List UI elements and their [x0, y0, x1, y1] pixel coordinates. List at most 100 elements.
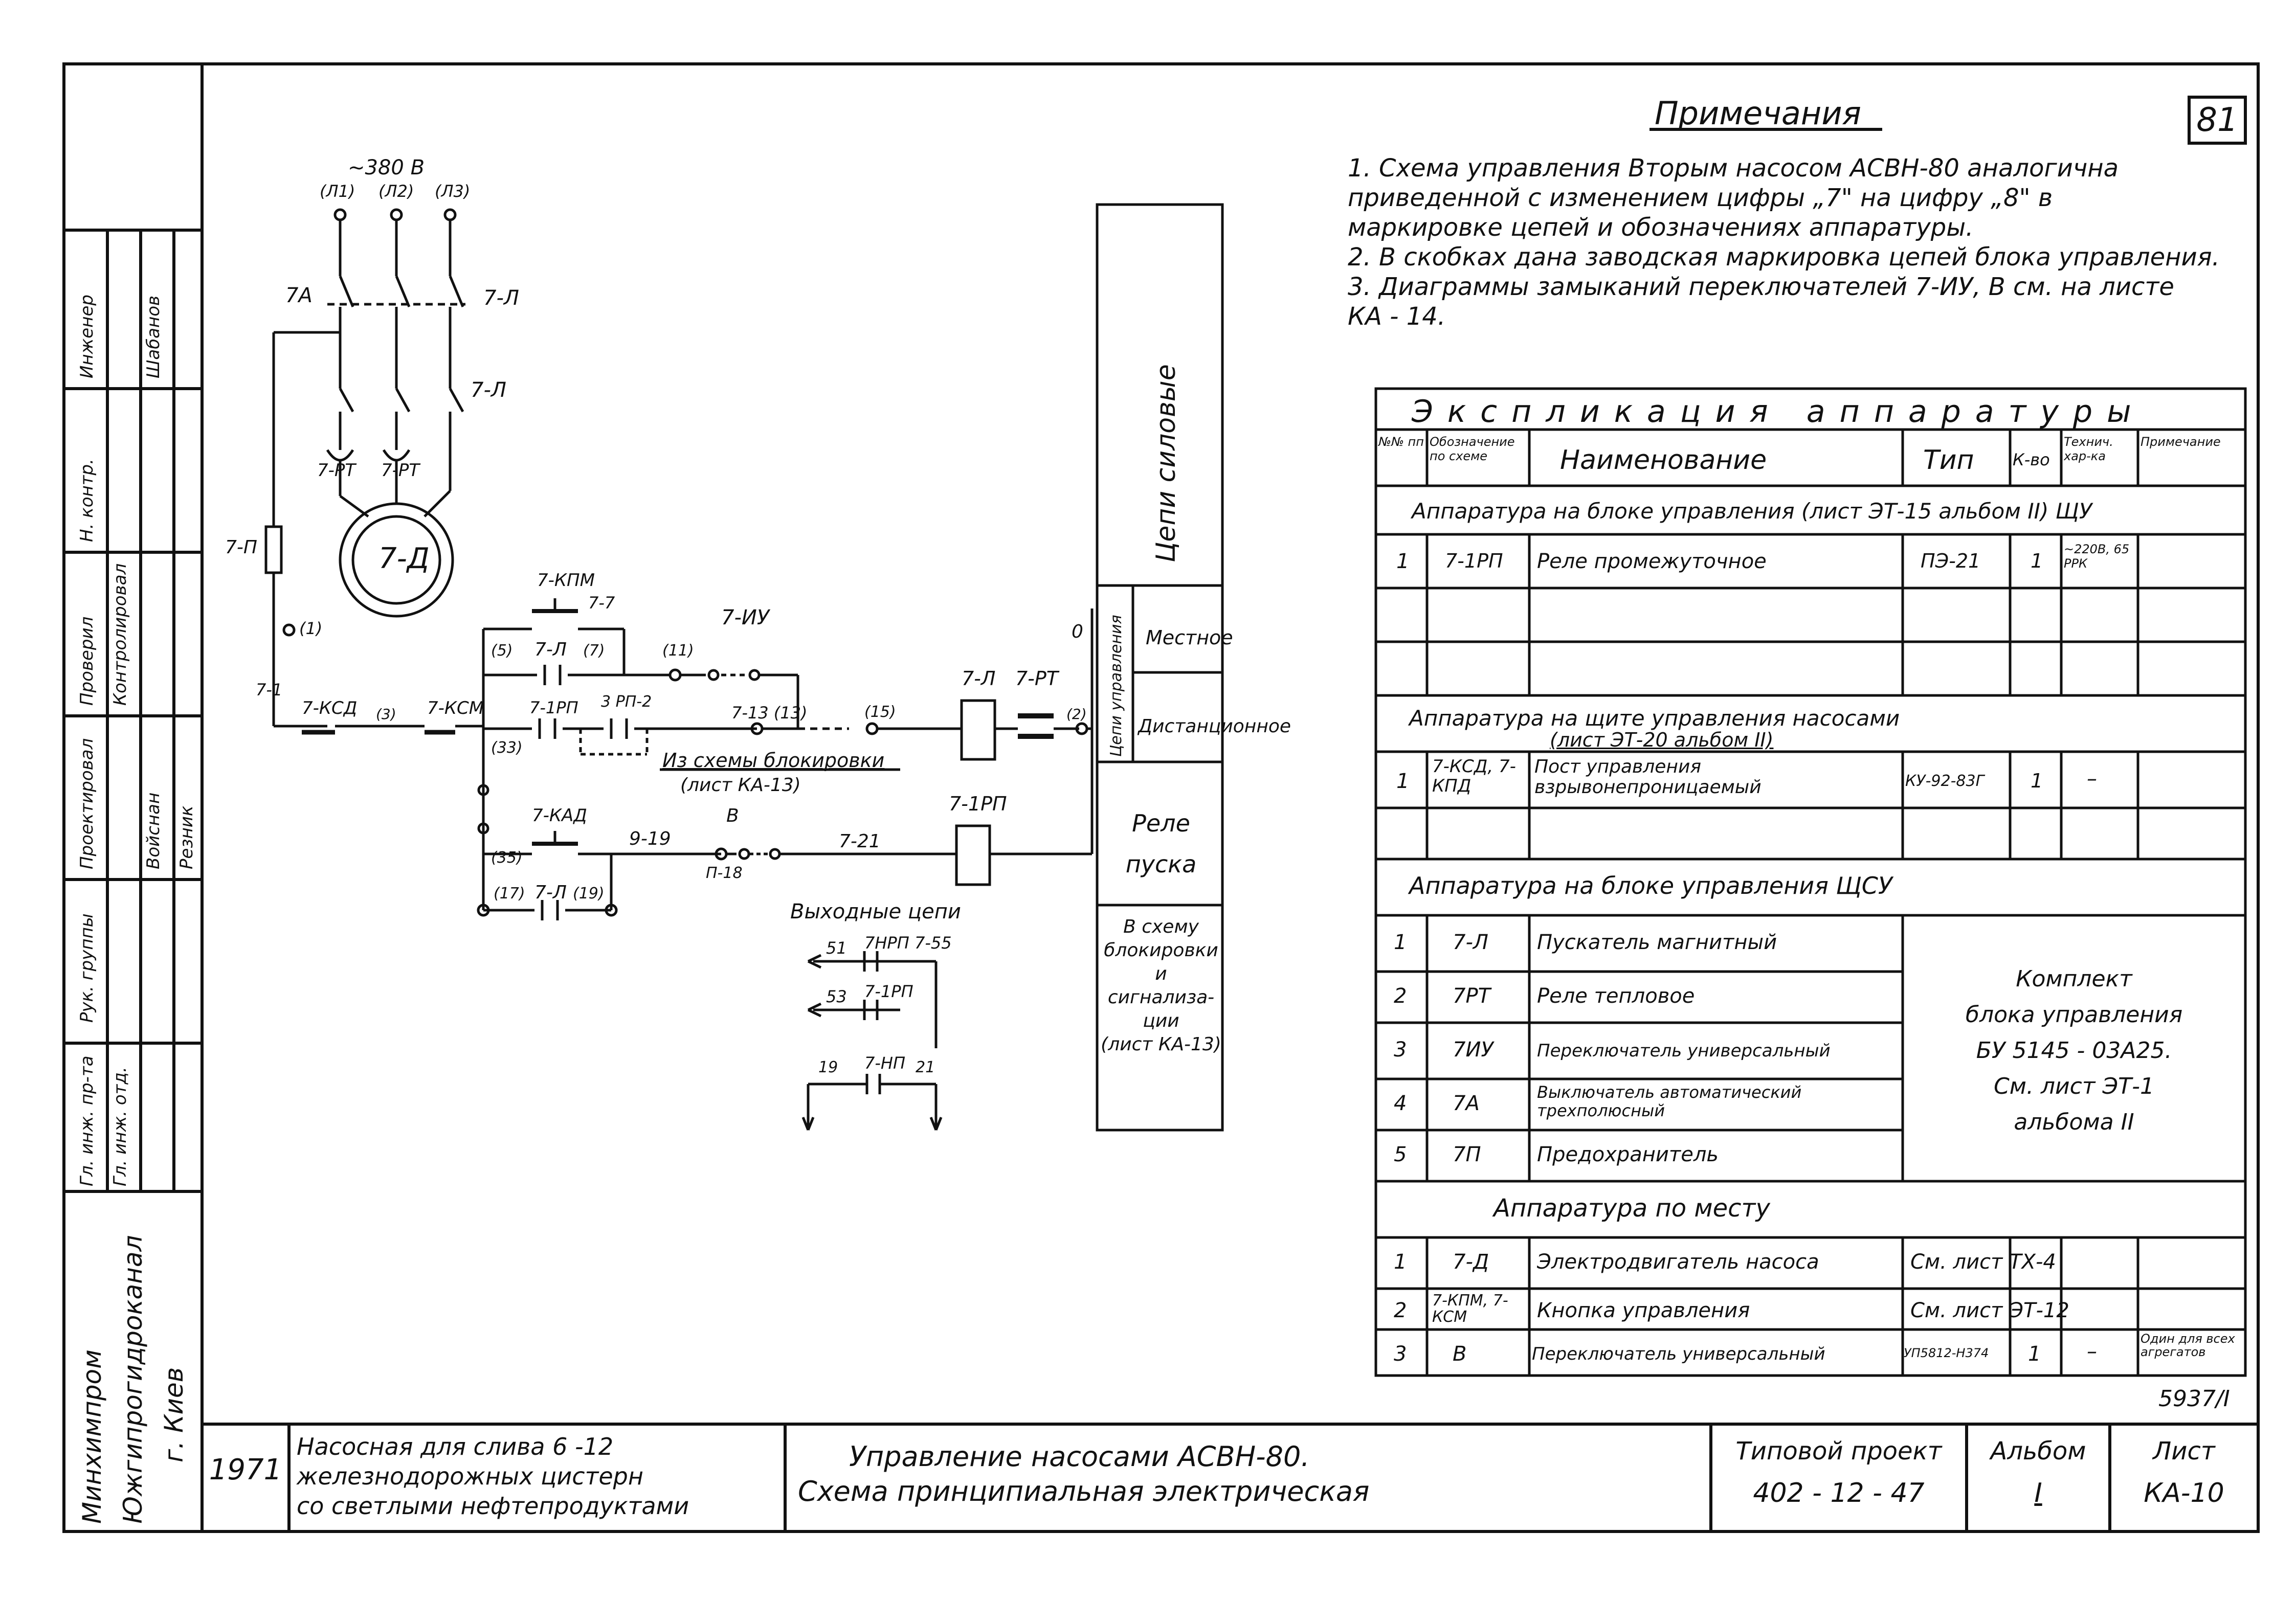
thermal-relay-label: 7-РТ — [381, 460, 420, 481]
section3-note-line: См. лист ЭТ-1 — [1994, 1073, 2154, 1099]
project-number: 402 - 12 - 47 — [1753, 1478, 1925, 1508]
table-section-sub: (лист ЭТ-20 альбом II) — [1550, 729, 1774, 751]
sheet-code: КА-10 — [2144, 1478, 2224, 1508]
note-line: приведенной с изменением цифры „7" на ци… — [1348, 184, 2053, 212]
album-number: I — [2034, 1478, 2042, 1508]
table-cell: 7-КСД, 7-КПД — [1432, 756, 1516, 796]
side-relay-label: Реле пуска — [1125, 809, 1197, 878]
table-cell: 1 — [2031, 770, 2043, 792]
node-label: (5) — [491, 642, 513, 660]
title-drawing-line: Управление насосами АСВН-80. — [849, 1440, 1310, 1473]
block-link-sheet: (лист КА-13) — [680, 775, 801, 796]
output-label: 53 — [826, 987, 847, 1006]
node-label: 0 — [1072, 621, 1083, 642]
stamp-role: Проектировал — [77, 738, 97, 869]
table-cell: 5 — [1394, 1143, 1407, 1166]
node-label: (33) — [491, 739, 523, 757]
contactor-label: 7-Л — [471, 378, 506, 402]
title-object-line: Насосная для слива 6 -12 — [297, 1433, 614, 1460]
table-cell: Пост управления взрывонепроницаемый — [1534, 756, 1762, 798]
table-cell: 7РТ — [1453, 984, 1491, 1008]
button-label: 7-КАД — [532, 805, 587, 826]
table-cell: 1 — [2028, 1342, 2041, 1366]
table-cell: 1 — [1394, 1250, 1407, 1274]
contact-label: 7-Л — [534, 882, 567, 903]
table-cell: Реле промежуточное — [1537, 550, 1767, 573]
section3-note: Комплект блока управления БУ 5145 - 03А2… — [1908, 961, 2240, 1140]
table-header: Обозначение по схеме — [1430, 435, 1515, 463]
contact-label: 7-Л — [534, 639, 567, 660]
side-remote-label: Дистанционное — [1138, 716, 1291, 737]
thermal-relay-label: 7-РТ — [317, 460, 356, 481]
table-section: Аппаратура на блоке управления ЩСУ — [1409, 872, 1892, 899]
table-cell: 7П — [1453, 1143, 1481, 1166]
switch-label: П-18 — [706, 864, 743, 882]
table-title: Экспликация аппаратуры — [1412, 394, 2146, 430]
node-label: (1) — [299, 619, 323, 638]
sheet-label: Лист — [2153, 1437, 2215, 1466]
table-cell: ~220В, 65 РРК — [2064, 542, 2130, 571]
node-label: (35) — [491, 849, 523, 867]
supply-label: ~380 В — [348, 156, 425, 179]
contact-label: 7-РТ — [1015, 667, 1059, 690]
phase-label: (Л1) — [320, 182, 355, 201]
section3-note-line: блока управления — [1965, 1002, 2183, 1028]
fuse-label: 7-П — [225, 537, 257, 558]
node-label: (11) — [662, 642, 694, 660]
coil-label: 7-1РП — [949, 793, 1007, 815]
table-section: Аппаратура на щите управления насосами — [1409, 706, 1900, 731]
table-cell: 1 — [1394, 931, 1407, 954]
output-label: 7-НП — [864, 1053, 906, 1073]
side-control-label: Цепи управления — [1107, 615, 1125, 757]
stamp-role: Рук. группы — [77, 913, 97, 1023]
breaker-label: 7А — [285, 284, 313, 307]
table-cell: Реле тепловое — [1537, 984, 1695, 1008]
table-cell: – — [2087, 767, 2097, 791]
stamp-role: Гл. инж. пр-та — [77, 1055, 97, 1186]
node-label: (19) — [573, 885, 605, 903]
control-circuit — [274, 598, 1094, 1131]
note-line: 2. В скобках дана заводская маркировка ц… — [1348, 243, 2220, 272]
table-section: Аппаратура по месту — [1493, 1194, 1770, 1223]
output-title: Выходные цепи — [790, 900, 961, 923]
table-cell: 1 — [1396, 770, 1410, 793]
node-label: (7) — [583, 642, 605, 660]
table-cell: Кнопка управления — [1537, 1299, 1750, 1322]
stamp-role: Инженер — [77, 295, 97, 378]
table-cell: 7-1РП — [1445, 550, 1503, 572]
wire-label: 7-21 — [839, 831, 881, 852]
section3-note-line: альбома II — [2014, 1109, 2134, 1135]
motor-label: 7-Д — [378, 542, 430, 575]
album-label: Альбом — [1990, 1437, 2086, 1466]
table-header: Примечание — [2141, 435, 2221, 449]
table-cell: 7А — [1453, 1092, 1480, 1115]
title-object: Насосная для слива 6 -12 железнодорожных… — [297, 1432, 689, 1521]
contactor-label: 7-Л — [483, 286, 519, 310]
power-circuit — [264, 208, 465, 726]
wire-label: 9-19 — [629, 828, 671, 849]
side-block-line: и сигнализа- — [1107, 963, 1215, 1008]
table-cell: Предохранитель — [1537, 1143, 1719, 1166]
table-cell: Один для всех агрегатов — [2141, 1332, 2235, 1359]
table-cell: 1 — [2031, 550, 2043, 572]
block-link: Из схемы блокировки — [662, 749, 885, 772]
table-cell: Переключатель универсальный — [1537, 1041, 1831, 1061]
section3-note-line: Комплект — [2016, 966, 2132, 992]
table-cell: ПЭ-21 — [1921, 550, 1981, 572]
output-label: 19 — [818, 1058, 838, 1076]
table-cell: 4 — [1394, 1092, 1407, 1115]
table-section: Аппаратура на блоке управления (лист ЭТ-… — [1412, 499, 2092, 524]
notes-title: Примечания — [1655, 95, 1861, 132]
table-header: Наименование — [1560, 445, 1767, 476]
table-cell: УП5812-Н374 — [1904, 1346, 1989, 1360]
output-label: 21 — [916, 1058, 935, 1076]
table-cell: Выключатель автоматический трехполюсный — [1537, 1083, 1802, 1120]
stamp-role: Проверил — [77, 616, 97, 706]
archive-number: 5937/I — [2158, 1386, 2230, 1412]
table-cell: 3 — [1394, 1038, 1407, 1062]
table-header: Тип — [1923, 445, 1974, 476]
note-line: 3. Диаграммы замыканий переключателей 7-… — [1348, 273, 2174, 301]
table-cell: См. лист ЭТ-12 — [1910, 1299, 2069, 1322]
button-label: 7-КСД — [302, 698, 358, 718]
